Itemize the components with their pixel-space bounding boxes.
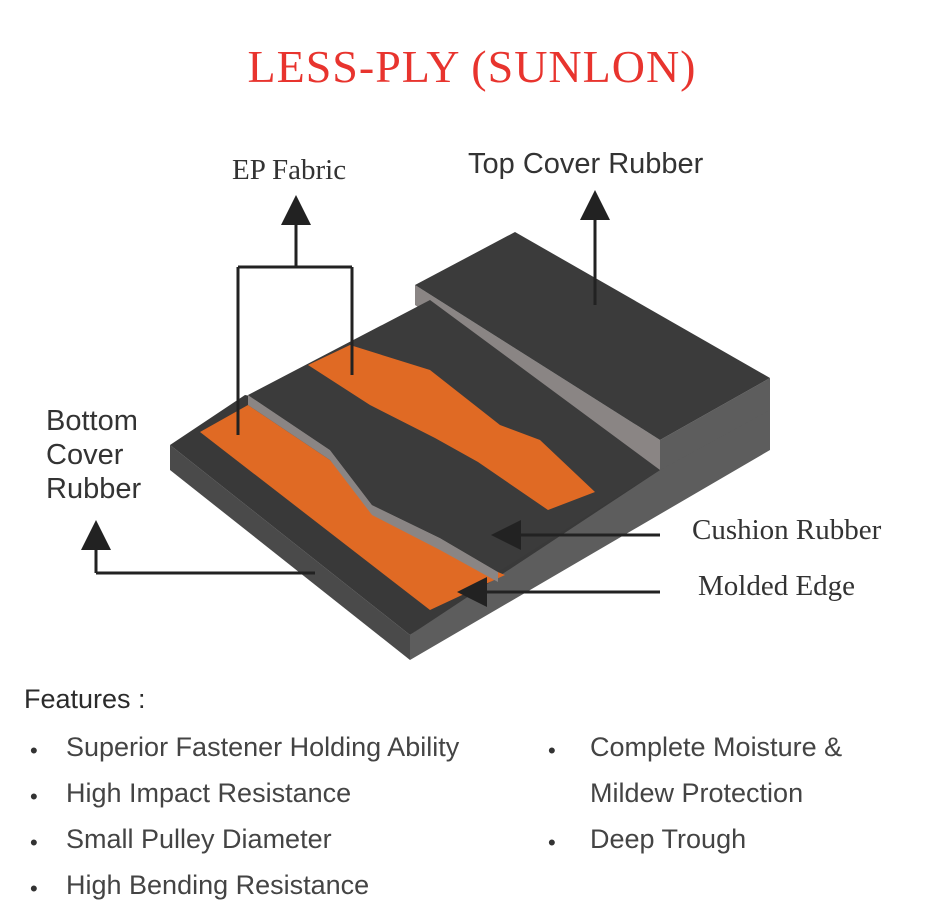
bullet-icon: • xyxy=(30,738,38,763)
bullet-icon: • xyxy=(548,830,556,855)
bullet-icon: • xyxy=(30,876,38,901)
feature-item: High Impact Resistance xyxy=(66,778,352,808)
features-heading: Features : xyxy=(24,684,146,714)
bottom-cover-rubber-label-line3: Rubber xyxy=(46,473,142,505)
top-cover-rubber-surface xyxy=(415,232,770,440)
feature-item: Small Pulley Diameter xyxy=(66,824,332,854)
ep-fabric-label: EP Fabric xyxy=(232,154,347,186)
ep-fabric-lower-strip xyxy=(200,405,505,610)
bullet-icon: • xyxy=(30,830,38,855)
bottom-cover-rubber-pointer xyxy=(81,520,315,575)
feature-item: High Bending Resistance xyxy=(66,870,370,900)
bottom-cover-rubber-label-line2: Cover xyxy=(46,439,124,471)
ep-fabric-upper-strip xyxy=(308,345,595,510)
cushion-rubber-label: Cushion Rubber xyxy=(692,514,882,546)
bottom-layer-front-face xyxy=(170,445,410,660)
page-title: LESS-PLY (SUNLON) xyxy=(247,41,697,92)
molded-edge-label: Molded Edge xyxy=(698,570,856,602)
feature-item: Superior Fastener Holding Ability xyxy=(66,732,460,762)
top-cover-rubber-label: Top Cover Rubber xyxy=(468,148,704,180)
bullet-icon: • xyxy=(30,784,38,809)
feature-item-line2: Mildew Protection xyxy=(590,778,804,808)
cushion-rubber-edge-face xyxy=(248,395,498,582)
bullet-icon: • xyxy=(548,738,556,763)
bottom-cover-rubber-label-line1: Bottom xyxy=(46,405,138,437)
feature-item-line1: Complete Moisture & xyxy=(590,732,843,762)
top-layer-front-face xyxy=(415,285,660,470)
ep-fabric-pointer xyxy=(236,195,354,435)
feature-item: Deep Trough xyxy=(590,824,747,854)
top-layer-right-face xyxy=(660,378,770,470)
